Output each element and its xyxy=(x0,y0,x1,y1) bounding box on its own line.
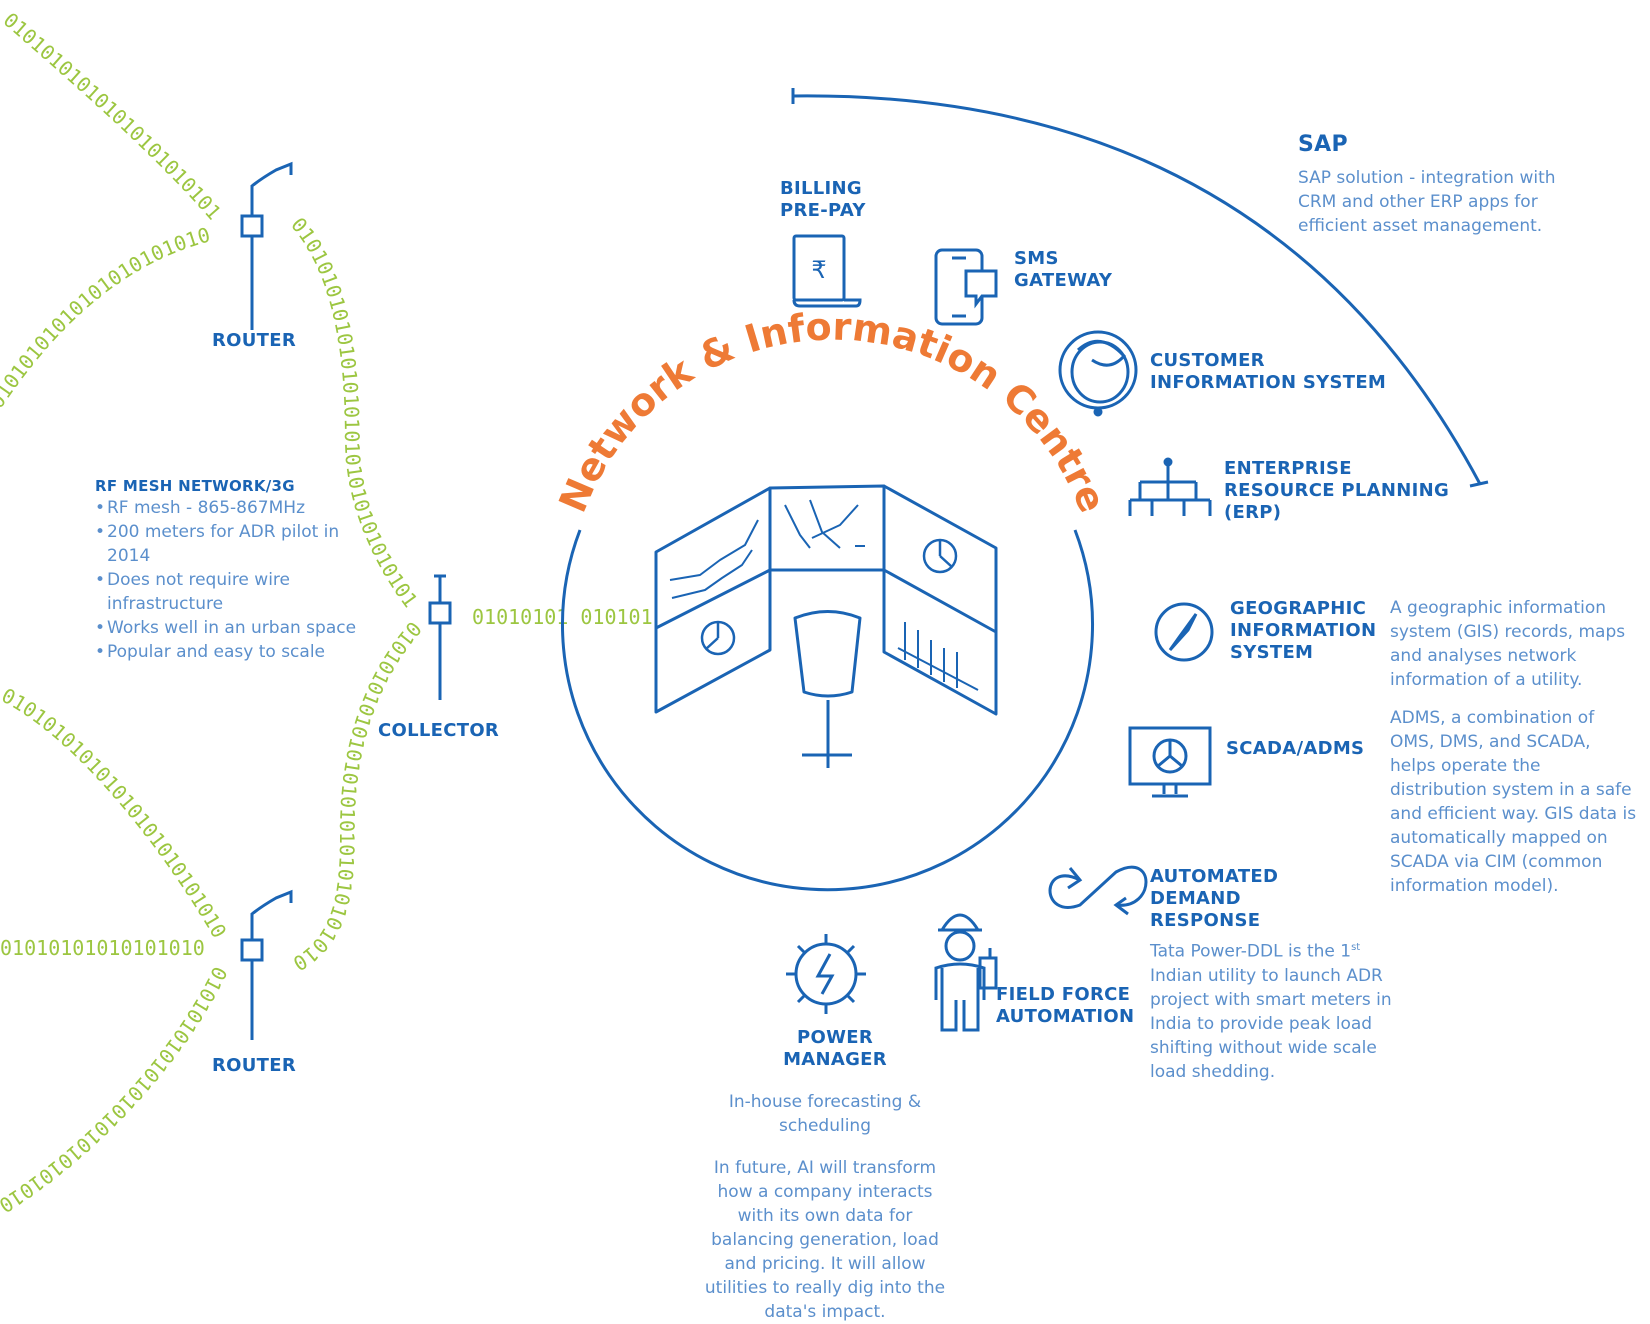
binary-stream: 0101010101010101010101010101010101010101… xyxy=(0,0,213,413)
invoice-icon: ₹ xyxy=(792,234,862,308)
list-item: RF mesh - 865-867MHz xyxy=(95,496,375,520)
binary-stream: 0101010101010101010101010101010101010101… xyxy=(0,0,231,942)
scada-description: ADMS, a combination of OMS, DMS, and SCA… xyxy=(1390,708,1637,896)
adr-label: AUTOMATED DEMAND RESPONSE xyxy=(1150,866,1279,931)
rf-mesh-panel: RF MESH NETWORK/3G RF mesh - 865-867MHz … xyxy=(95,476,375,664)
svg-text:010101010101010101010101010101: 0101010101010101010101010101010101010101… xyxy=(0,0,213,413)
monitor-gauge-icon xyxy=(1128,726,1212,798)
hierarchy-icon xyxy=(1128,457,1212,516)
compass-icon xyxy=(1154,602,1214,662)
sap-arc-ends xyxy=(791,88,1489,488)
gear-power-icon xyxy=(786,934,866,1014)
sap-arc xyxy=(792,94,1482,485)
gis-label: GEOGRAPHIC INFORMATION SYSTEM xyxy=(1230,598,1377,663)
power-manager-desc2: In future, AI will transform how a compa… xyxy=(704,1158,946,1322)
adr-description: Tata Power-DDL is the 1st Indian utility… xyxy=(1150,941,1392,1082)
sap-title: SAP xyxy=(1298,132,1348,157)
list-item: Works well in an urban space xyxy=(95,616,375,640)
router-top-icon xyxy=(240,161,293,330)
field-worker-icon xyxy=(934,913,998,1032)
cis-label: CUSTOMER INFORMATION SYSTEM xyxy=(1150,350,1387,393)
ffa-label: FIELD FORCE AUTOMATION xyxy=(996,984,1135,1027)
list-item: Popular and easy to scale xyxy=(95,640,375,664)
list-item: Does not require wire infrastructure xyxy=(95,568,375,616)
phone-sms-icon xyxy=(934,248,998,326)
power-manager-label: POWER MANAGER xyxy=(783,1027,887,1070)
gis-description: A geographic information system (GIS) re… xyxy=(1390,598,1626,690)
sap-description: SAP solution - integration with CRM and … xyxy=(1298,168,1556,236)
svg-text:010101010101010101010101010101: 0101010101010101010101010101010101010101… xyxy=(0,0,226,224)
power-manager-desc1: In-house forecasting & scheduling xyxy=(728,1092,922,1136)
rf-mesh-list: RF mesh - 865-867MHz 200 meters for ADR … xyxy=(95,496,375,664)
billing-label: BILLING PRE-PAY xyxy=(780,178,866,221)
scada-label: SCADA/ADMS xyxy=(1226,738,1365,759)
binary-stream: 0101010101010101010101010101010101010101… xyxy=(0,0,226,224)
rf-mesh-heading: RF MESH NETWORK/3G xyxy=(95,477,295,495)
collector-icon xyxy=(428,574,452,700)
list-item: 200 meters for ADR pilot in 2014 xyxy=(95,520,375,568)
router-bottom-label: ROUTER xyxy=(212,1055,297,1076)
collector-label: COLLECTOR xyxy=(378,720,500,741)
svg-text:₹: ₹ xyxy=(811,256,826,284)
centre-circle xyxy=(561,529,1094,892)
infinity-cycle-icon xyxy=(1048,865,1148,916)
router-bottom-icon xyxy=(240,889,293,1040)
erp-label: ENTERPRISE RESOURCE PLANNING (ERP) xyxy=(1224,458,1450,523)
sms-label: SMS GATEWAY xyxy=(1014,248,1113,291)
control-room-icon xyxy=(654,484,998,768)
svg-text:010101010101010101010101010101: 0101010101010101010101010101010101010101… xyxy=(0,0,231,942)
router-top-label: ROUTER xyxy=(212,330,297,351)
customer-headset-icon xyxy=(1058,330,1138,417)
